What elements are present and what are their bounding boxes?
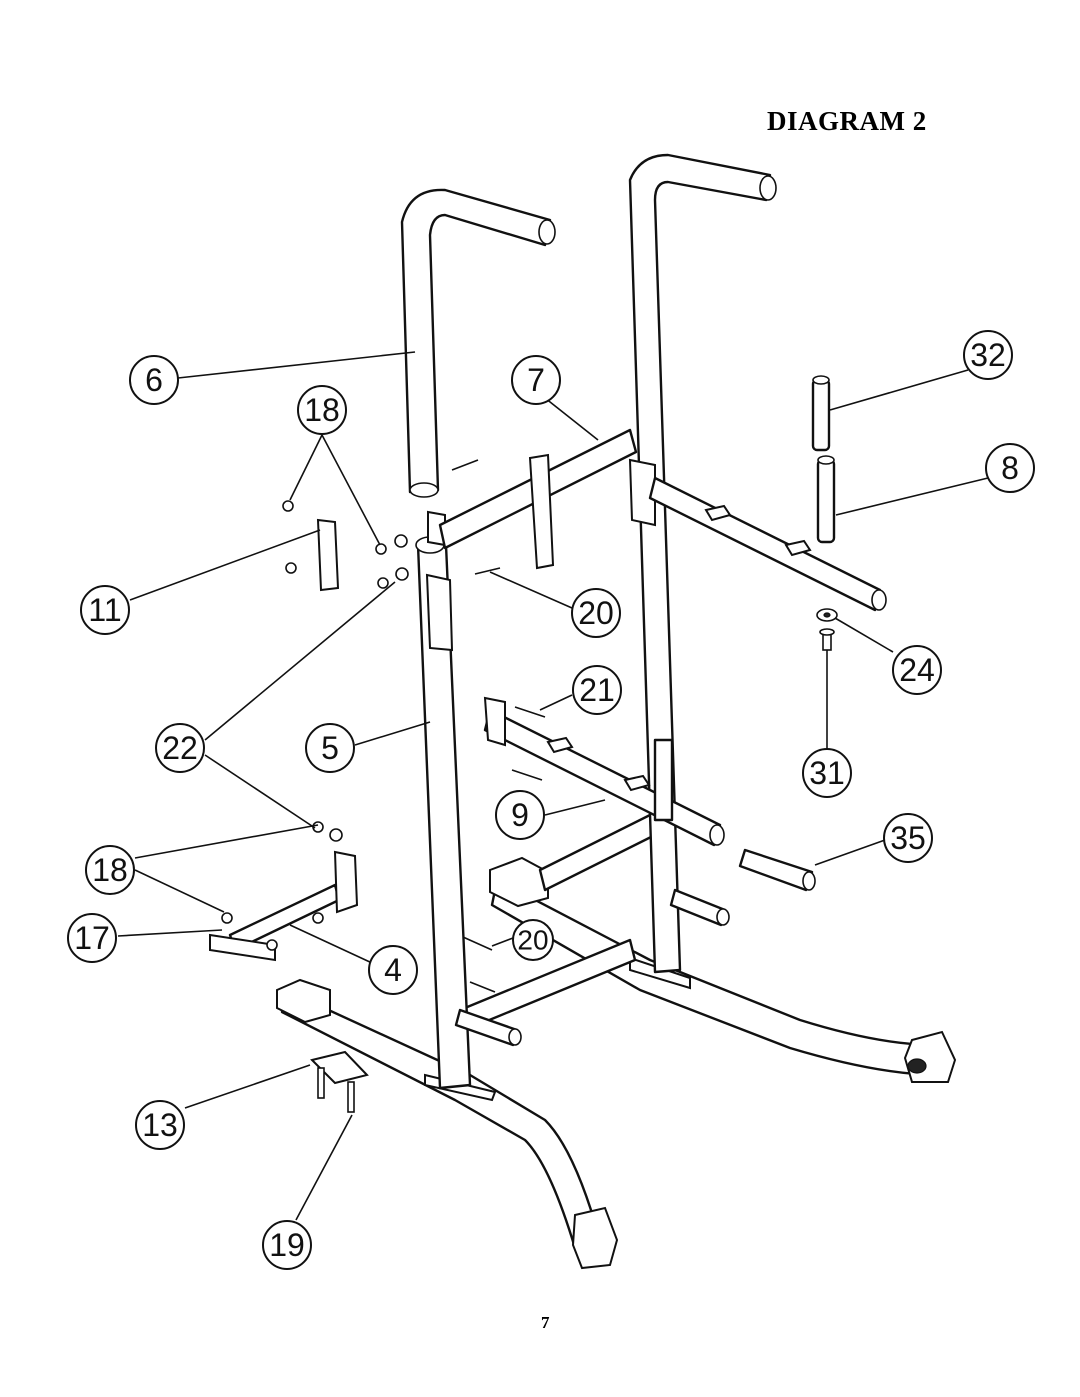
part-24-washer	[816, 608, 838, 622]
part-4-bracket	[209, 821, 359, 962]
callout-22: 22	[155, 723, 205, 773]
callout-13: 13	[135, 1100, 185, 1150]
callout-17: 17	[67, 913, 117, 963]
part-19-bolts	[317, 1067, 355, 1113]
right-upright-post	[628, 153, 777, 974]
part-31-pin	[819, 628, 835, 651]
callout-5: 5	[305, 723, 355, 773]
callout-35: 35	[883, 813, 933, 863]
left-pullup-handle	[400, 188, 556, 498]
part-32-tube	[811, 375, 831, 452]
leader-lines	[117, 351, 989, 1221]
diagram-title: DIAGRAM 2	[767, 106, 927, 136]
front-base-leg	[276, 978, 619, 1270]
callout-22-label: 22	[162, 730, 198, 766]
callout-20-lower: 20	[512, 919, 554, 961]
callout-20-upper-label: 20	[578, 595, 614, 631]
callout-24-label: 24	[899, 652, 935, 688]
left-upright-post	[415, 510, 472, 1090]
callout-5-label: 5	[321, 730, 339, 766]
part-11-bracket	[282, 500, 409, 592]
weight-peg-lower	[454, 738, 730, 1047]
callout-6-label: 6	[145, 362, 163, 398]
callout-32-label: 32	[970, 337, 1006, 373]
callout-19: 19	[262, 1220, 312, 1270]
callout-21-label: 21	[579, 672, 615, 708]
page-number: 7	[541, 1313, 550, 1332]
callout-21: 21	[572, 665, 622, 715]
callout-18-bottom: 18	[85, 845, 135, 895]
callout-11-label: 11	[88, 592, 121, 628]
part-8-tube	[816, 455, 836, 544]
part-35-sleeve	[738, 848, 816, 892]
callout-18-top-label: 18	[304, 392, 340, 428]
callout-8: 8	[985, 443, 1035, 493]
callout-6: 6	[129, 355, 179, 405]
callout-7-label: 7	[527, 362, 545, 398]
callout-18-bottom-label: 18	[92, 852, 128, 888]
upper-crossbar	[438, 428, 638, 570]
callout-18-top: 18	[297, 385, 347, 435]
callout-24: 24	[892, 645, 942, 695]
callout-17-label: 17	[74, 920, 110, 956]
callout-32: 32	[963, 330, 1013, 380]
upper-dip-arm	[648, 476, 887, 612]
part-13-plate	[310, 1050, 369, 1085]
callout-7: 7	[511, 355, 561, 405]
callout-31: 31	[802, 748, 852, 798]
callout-11: 11	[80, 585, 130, 635]
callout-4: 4	[368, 945, 418, 995]
callout-35-label: 35	[890, 820, 926, 856]
callout-9-label: 9	[511, 797, 529, 833]
callout-4-label: 4	[384, 952, 402, 988]
callout-31-label: 31	[809, 755, 845, 791]
callout-19-label: 19	[269, 1227, 305, 1263]
callout-20-upper: 20	[571, 588, 621, 638]
bolts	[451, 459, 546, 993]
callout-9: 9	[495, 790, 545, 840]
callout-20-lower-label: 20	[517, 925, 548, 956]
callout-8-label: 8	[1001, 450, 1019, 486]
callout-13-label: 13	[142, 1107, 178, 1143]
